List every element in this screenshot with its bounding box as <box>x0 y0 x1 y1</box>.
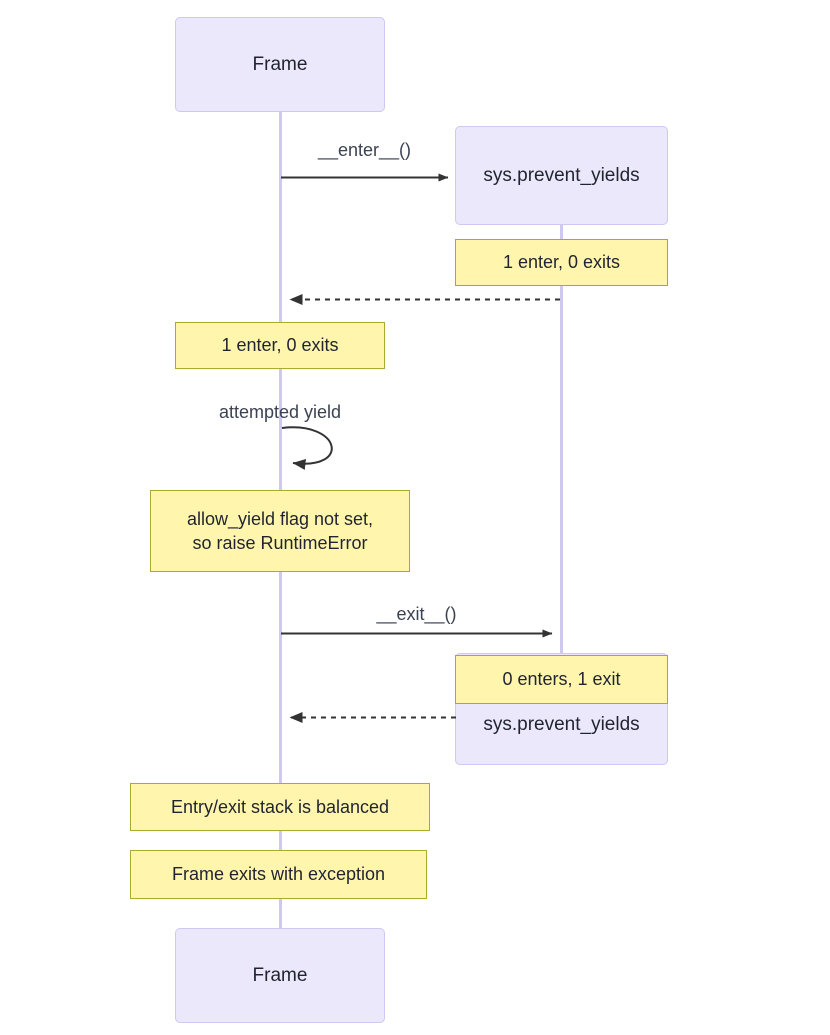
message-arrow-attempted-yield <box>281 426 333 470</box>
participant-label-frame-bottom: Frame <box>252 964 308 986</box>
message-label-enter: __enter__() <box>317 140 412 160</box>
note-runtime-error[interactable]: allow_yield flag not set, so raise Runti… <box>150 490 410 572</box>
note-frame-exception-label: Frame exits with exception <box>171 864 386 885</box>
participant-box-frame-top[interactable]: Frame <box>175 17 385 112</box>
message-label-exit: __exit__() <box>376 604 457 624</box>
participant-label-sys-bottom: sys.prevent_yields <box>483 714 640 735</box>
participant-label-frame-top: Frame <box>252 53 308 75</box>
participant-label-sys-top: sys.prevent_yields <box>483 164 640 186</box>
note-frame-enter-label: 1 enter, 0 exits <box>221 335 339 356</box>
participant-box-frame-bottom[interactable]: Frame <box>175 928 385 1023</box>
message-label-attempted-yield: attempted yield <box>218 402 342 422</box>
note-balanced-label: Entry/exit stack is balanced <box>170 796 390 817</box>
note-frame-enter[interactable]: 1 enter, 0 exits <box>175 322 385 369</box>
note-sys-enter-label: 1 enter, 0 exits <box>502 252 621 273</box>
note-balanced[interactable]: Entry/exit stack is balanced <box>130 783 430 831</box>
note-runtime-error-label: allow_yield flag not set, so raise Runti… <box>186 508 374 553</box>
note-sys-exit[interactable]: 0 enters, 1 exit <box>455 655 668 704</box>
participant-box-sys-top[interactable]: sys.prevent_yields <box>455 126 668 225</box>
note-sys-exit-label: 0 enters, 1 exit <box>502 669 621 690</box>
note-sys-enter[interactable]: 1 enter, 0 exits <box>455 239 668 286</box>
note-frame-exception[interactable]: Frame exits with exception <box>130 850 427 899</box>
